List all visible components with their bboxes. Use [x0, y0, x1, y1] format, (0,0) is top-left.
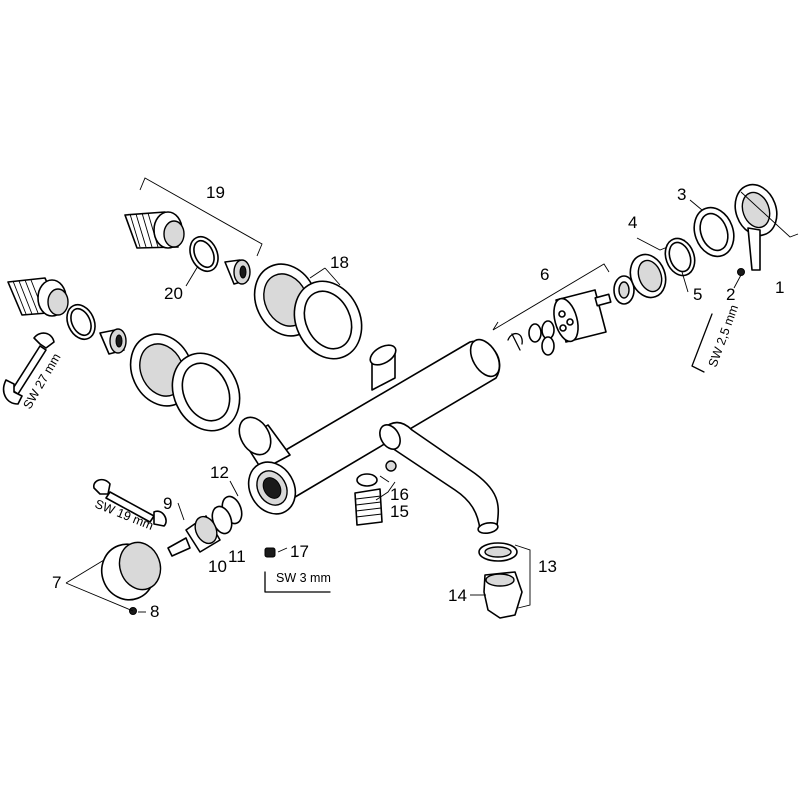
part-19-eccentric-inlet-top: [124, 177, 263, 285]
callout-10: 10: [208, 557, 227, 576]
callout-13: 13: [538, 557, 557, 576]
part-6-cartridge-group: [492, 263, 635, 356]
callout-15: 15: [390, 502, 409, 521]
callout-17: 17: [290, 542, 309, 561]
callout-2: 2: [726, 285, 735, 304]
leader-lines: [185, 199, 742, 293]
callout-1: 1: [775, 278, 784, 297]
left-inlet-group: [7, 277, 127, 355]
tool-label-sw25: SW 2,5 mm: [706, 303, 741, 369]
diverter-group: [65, 480, 288, 615]
callout-16: 16: [390, 485, 409, 504]
callout-7: 7: [52, 573, 61, 592]
handle-group: [629, 183, 799, 299]
callout-3: 3: [677, 185, 686, 204]
aerator-group: [470, 542, 531, 619]
tool-label-sw3: SW 3 mm: [276, 571, 331, 585]
callout-8: 8: [150, 602, 159, 621]
parts-15-16: [354, 460, 397, 526]
tools: [2, 313, 713, 593]
callout-20: 20: [164, 284, 183, 303]
callout-11: 11: [228, 547, 246, 566]
mixer-body: [238, 338, 501, 535]
callout-14: 14: [448, 586, 467, 605]
callout-4: 4: [628, 213, 637, 232]
callout-12: 12: [210, 463, 229, 482]
callout-18: 18: [330, 253, 349, 272]
part-18-rosettes: [129, 263, 363, 432]
callout-5: 5: [693, 285, 702, 304]
callout-9: 9: [163, 494, 172, 513]
callout-6: 6: [540, 265, 549, 284]
callout-19: 19: [206, 183, 225, 202]
callout-numbers: 1 2 3 4 5 6 7 8 9 10 11 12 13 14 15 16 1…: [52, 183, 784, 621]
